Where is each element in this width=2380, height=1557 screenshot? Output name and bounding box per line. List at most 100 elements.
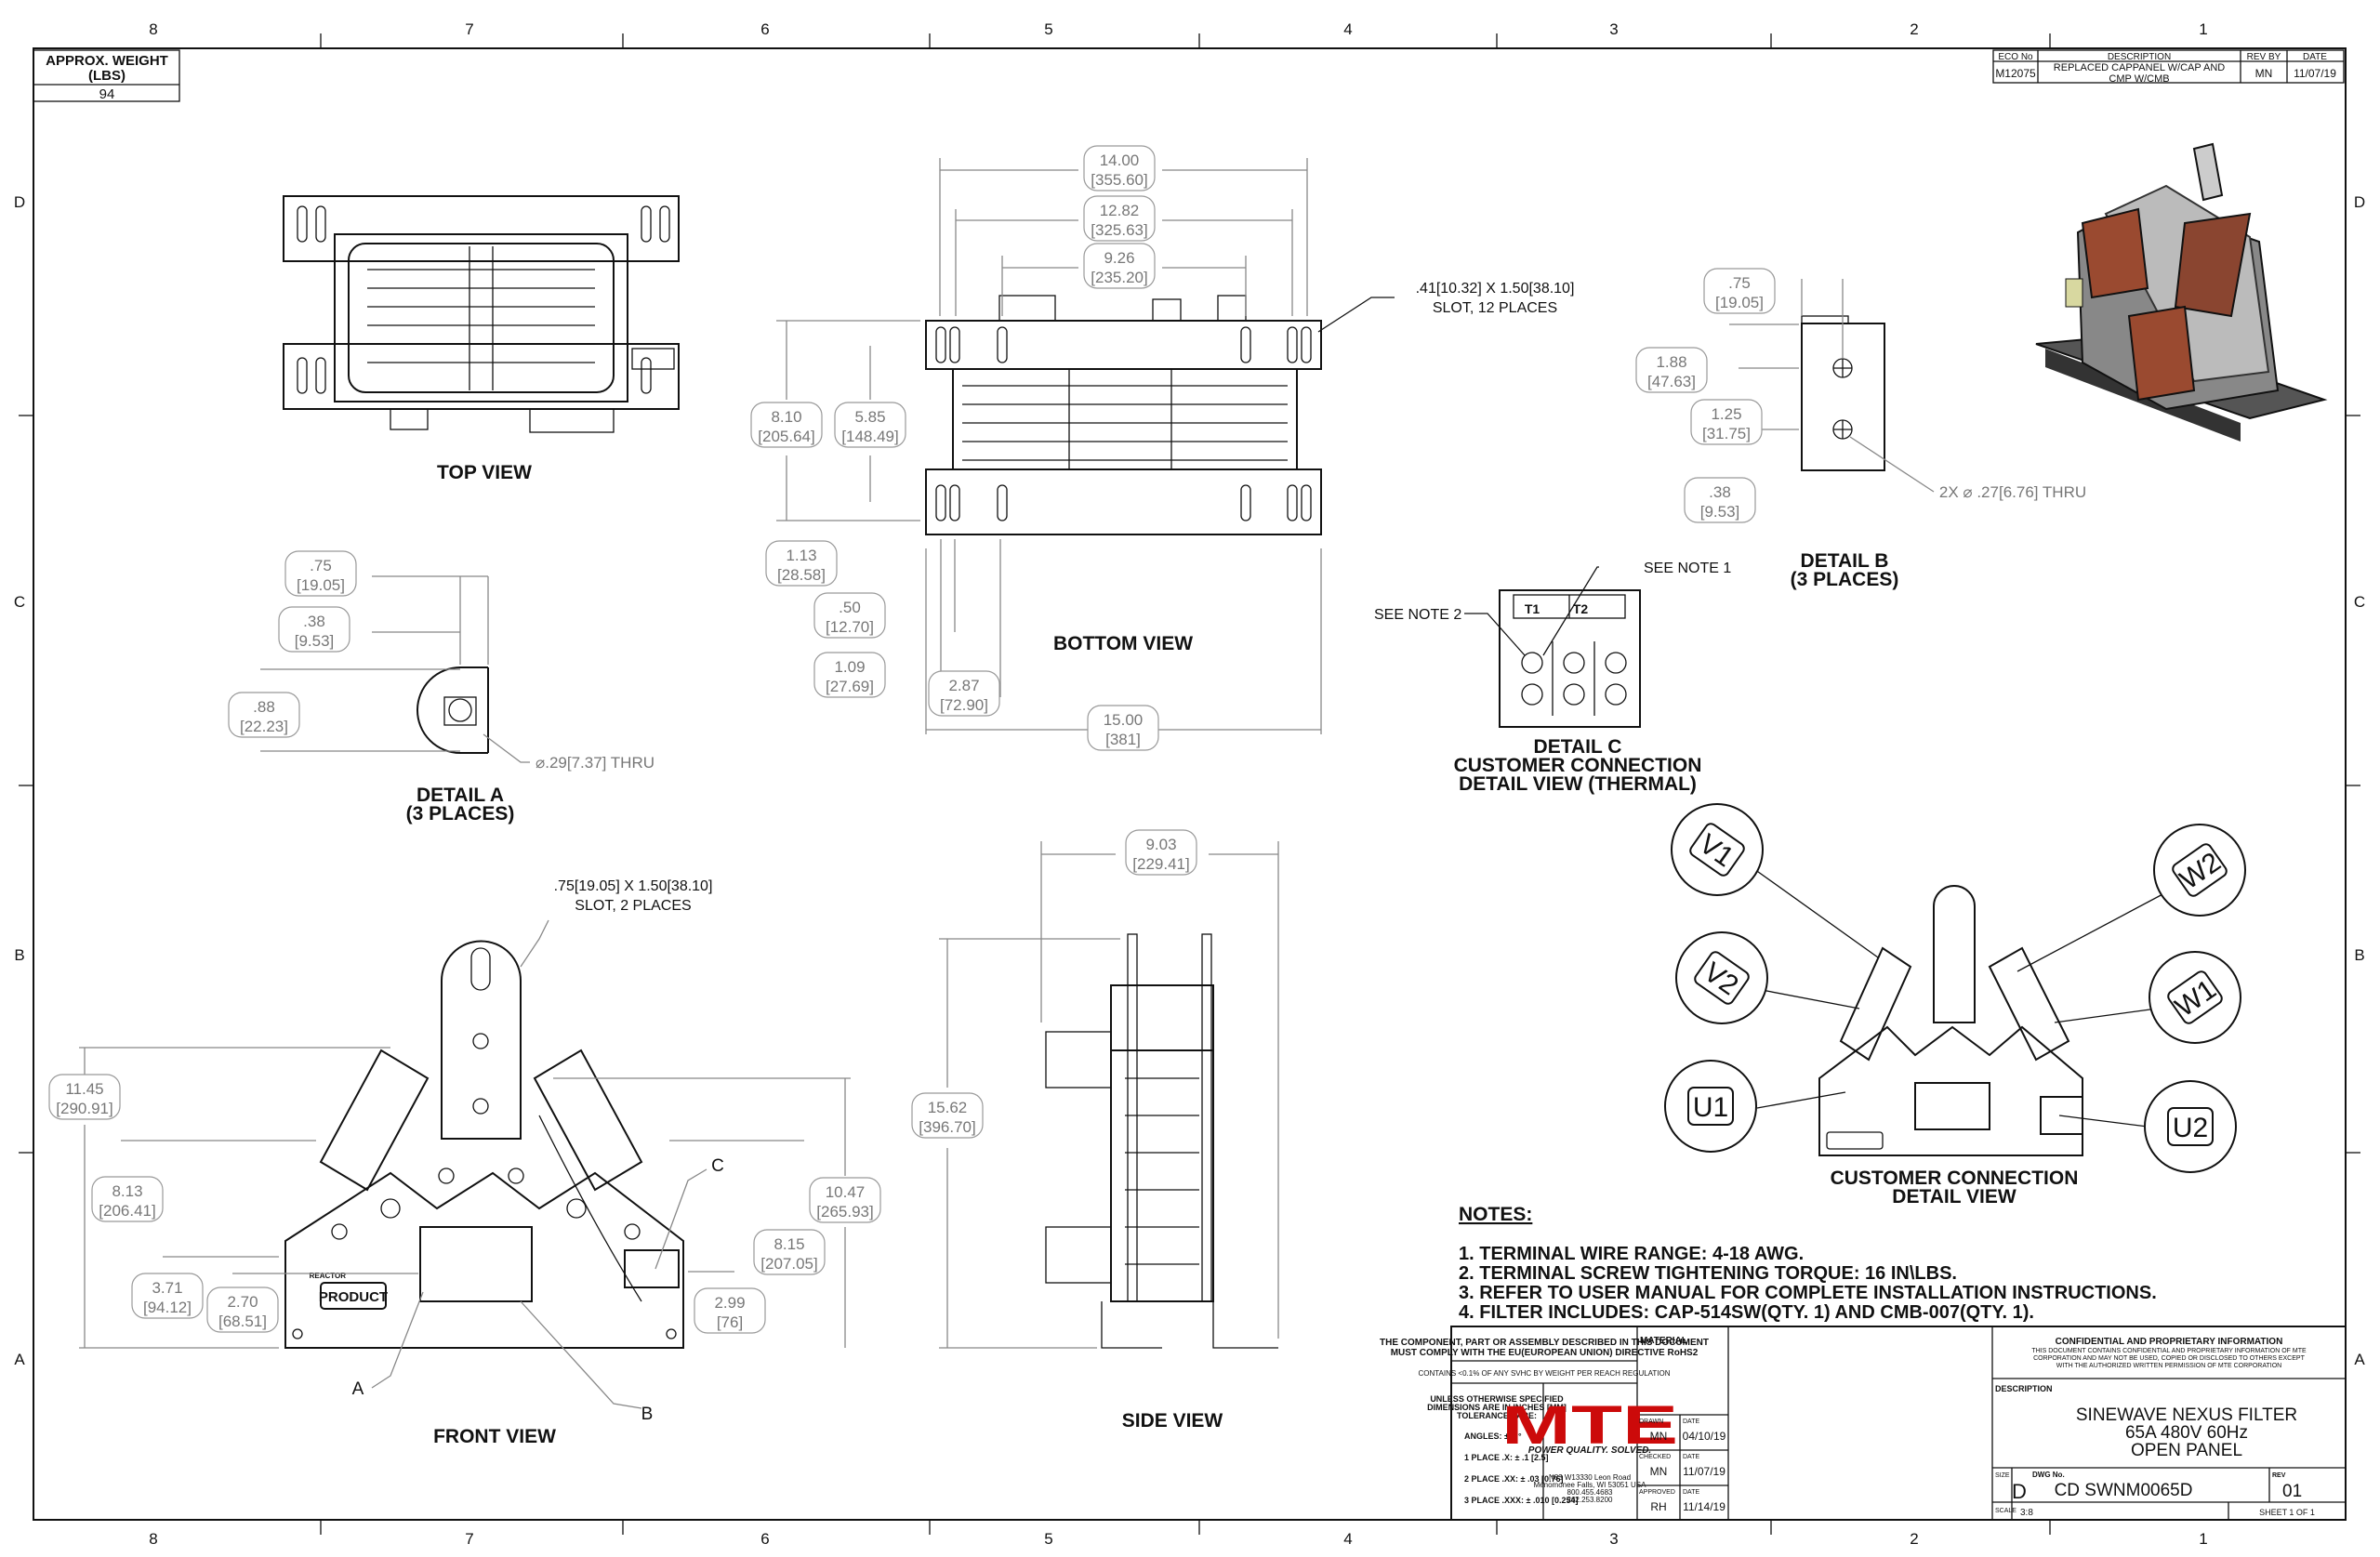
confidential-text-1: THIS DOCUMENT CONTAINS CONFIDENTIAL AND … [2031,1348,2307,1354]
dimension-mm: [31.75] [1702,425,1751,442]
dimension: 15.00[381] [1087,705,1159,751]
customer-connection-title: CUSTOMER CONNECTION [1831,1168,2079,1189]
dimension-mm: [290.91] [56,1100,112,1117]
phase-callout-u1: U1 [1664,1060,1757,1153]
logo-tagline: POWER QUALITY. SOLVED. [1528,1445,1651,1456]
callout-b: B [641,1405,654,1424]
detail-c-title: DETAIL C [1534,736,1622,758]
dimension-inches: 9.03 [1145,836,1176,853]
zone-column-7: 7 [465,1530,473,1548]
tolerance-line-3: TOLERANCES ARE: [1457,1411,1537,1420]
dimension-mm: [19.05] [1715,294,1764,311]
dimension: .75[19.05] [284,550,357,597]
zone-row-B: B [14,946,24,964]
rohs-line-1: THE COMPONENT, PART OR ASSEMBLY DESCRIBE… [1380,1338,1709,1348]
zone-column-6: 6 [760,1530,769,1548]
rev-by: MN [2255,67,2273,80]
top-view-label: TOP VIEW [437,462,532,483]
zone-row-C: C [14,593,25,611]
zone-column-8: 8 [149,20,157,38]
tolerance-1-place: 1 PLACE .X: ± .1 [2.5] [1464,1453,1548,1462]
approved-by: RH [1650,1500,1666,1513]
dimension-mm: [47.63] [1647,373,1696,390]
dimension: .88[22.23] [228,692,300,738]
dimension: 8.15[207.05] [753,1229,826,1275]
dimension-inches: 8.15 [774,1235,804,1253]
rev-label: REV [2272,1472,2286,1479]
detail-b-places: (3 PLACES) [1791,569,1899,590]
detail-b: DETAIL B (3 PLACES) 2X ⌀ .27[6.76] THRU [1711,279,2086,590]
zone-row-A: A [14,1351,25,1368]
dimension-inches: 2.70 [227,1293,258,1311]
rev-description-1: REPLACED CAPPANEL W/CAP AND [2054,62,2225,73]
notes-title: NOTES: [1459,1204,1532,1225]
dimension-mm: [28.58] [777,566,826,584]
rev-date: 11/07/19 [2294,67,2336,80]
dimension: 2.70[68.51] [206,1287,279,1333]
note-2: 2. TERMINAL SCREW TIGHTENING TORQUE: 16 … [1459,1263,1957,1284]
dimension: 2.99[76] [694,1287,766,1334]
see-note-1: SEE NOTE 1 [1644,561,1731,576]
dimension-inches: .75 [1728,274,1751,292]
dimension-inches: .38 [303,613,325,630]
dimension-mm: [265.93] [816,1203,873,1221]
dimension-inches: .38 [1709,483,1731,501]
size-value: D [2012,1480,2027,1503]
detail-c-subtitle: CUSTOMER CONNECTION [1454,755,1702,776]
zone-column-4: 4 [1343,1530,1352,1548]
reactor-label: REACTOR [310,1272,347,1280]
dimension-inches: 11.45 [65,1080,103,1098]
dimension-mm: [22.23] [240,718,288,735]
rev-header-description: DESCRIPTION [2108,52,2171,62]
description-line-3: OPEN PANEL [2131,1441,2242,1460]
dimension-inches: 8.10 [771,408,801,426]
product-label: PRODUCT [319,1289,388,1305]
tolerance-3-place: 3 PLACE .XXX: ± .010 [0.254] [1464,1496,1579,1505]
dimension: 14.00[355.60] [1083,145,1156,191]
dimension-inches: 5.85 [854,408,885,426]
dimension-inches: 12.82 [1100,202,1140,219]
dimension: 8.13[206.41] [91,1176,164,1222]
isometric-view [2035,142,2328,442]
zone-column-2: 2 [1910,1530,1918,1548]
dimension-inches: 10.47 [826,1183,866,1201]
tolerance-line-2: DIMENSIONS ARE IN INCHES [MM] [1427,1403,1567,1412]
drawn-by: MN [1650,1430,1668,1443]
detail-a-thru-callout: ⌀.29[7.37] THRU [536,754,654,772]
dimension-mm: [206.41] [99,1202,155,1220]
zone-column-1: 1 [2199,20,2207,38]
weight-box: APPROX. WEIGHT (LBS) 94 [33,49,180,102]
dimension-mm: [205.64] [758,428,814,445]
address-line-1: N83 W13330 Leon Road [1549,1473,1631,1482]
rev-value: 01 [2282,1482,2302,1501]
dwg-label: DWG No. [2032,1471,2065,1479]
weight-unit: (LBS) [88,68,126,84]
description-line-1: SINEWAVE NEXUS FILTER [2076,1405,2297,1425]
zone-column-3: 3 [1609,1530,1618,1548]
dimension-mm: [355.60] [1091,171,1147,189]
rohs-line-2: MUST COMPLY WITH THE EU(EUROPEAN UNION) … [1391,1348,1699,1358]
zone-row-B: B [2354,946,2364,964]
zone-column-4: 4 [1343,20,1352,38]
tolerance-line-1: UNLESS OTHERWISE SPECIFIED [1430,1394,1564,1404]
dimension: 12.82[325.63] [1083,195,1156,242]
description-line-2: 65A 480V 60Hz [2125,1423,2248,1443]
checked-by: MN [1650,1465,1668,1478]
zone-column-1: 1 [2199,1530,2207,1548]
dimension-inches: .50 [839,599,861,616]
detail-a: DETAIL A (3 PLACES) ⌀.29[7.37] THRU [260,575,654,825]
dimension-inches: 15.62 [928,1099,968,1116]
dimension: 1.13[28.58] [765,540,838,587]
tolerance-2-place: 2 PLACE .XX: ± .03 [0.76] [1464,1474,1563,1484]
slot-12-callout-count: SLOT, 12 PLACES [1433,300,1557,316]
address-phone-1: 800.455.4683 [1567,1488,1613,1497]
phase-callout-v1: V1 [1671,803,1764,896]
dimension-mm: [381] [1105,731,1141,748]
dimension: 1.88[47.63] [1635,347,1708,393]
rev-eco: M12075 [1995,67,2036,80]
phase-callout-w1: W1 [2149,951,2241,1044]
address-line-2: Menomonee Falls, WI 53051 USA [1534,1481,1647,1489]
